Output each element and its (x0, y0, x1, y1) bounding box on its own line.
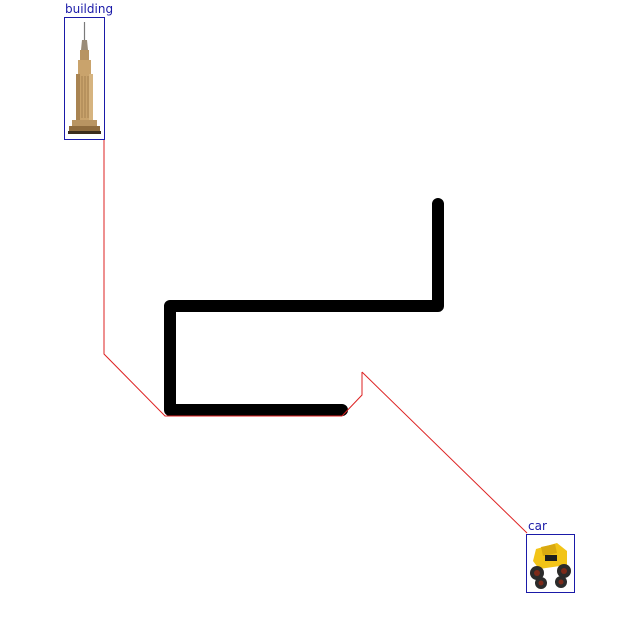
car-bounding-box (526, 534, 575, 593)
car-label: car (528, 520, 547, 532)
toy-car-icon (527, 535, 574, 592)
skyscraper-icon (65, 18, 104, 139)
building-label: building (65, 3, 113, 15)
connector-line-car (362, 372, 527, 533)
connector-line-building (104, 139, 362, 416)
thick-route-path (170, 204, 438, 410)
building-bounding-box (64, 17, 105, 140)
